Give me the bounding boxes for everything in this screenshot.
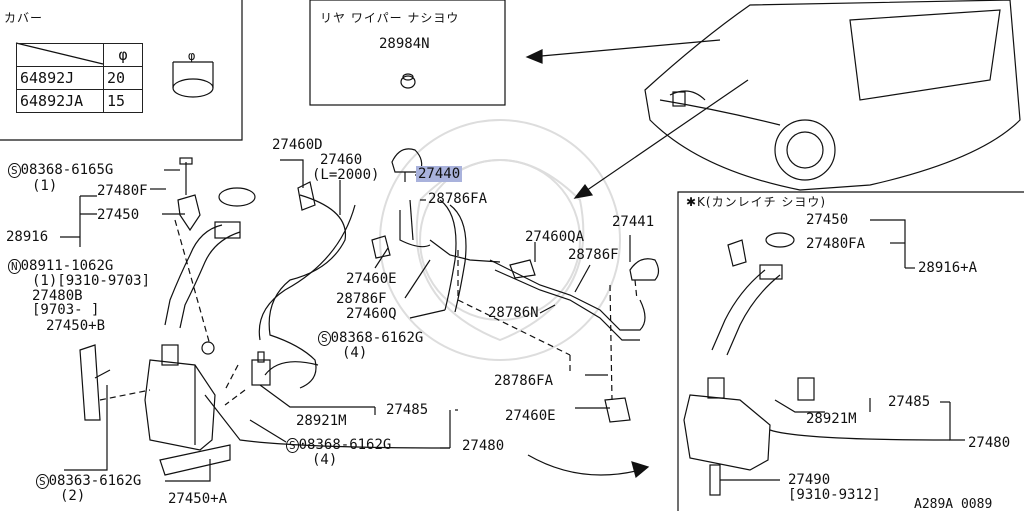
clip-e-icon (371, 235, 391, 259)
diagram-code: A289A 0089 (914, 497, 993, 512)
part-28786FA-b[interactable]: 28786FA (494, 373, 554, 389)
joint-icon (509, 259, 536, 279)
screw-08368-6162G-a-qty: (4) (342, 345, 368, 361)
part-27450B[interactable]: 27450+B (46, 318, 106, 334)
part-27480[interactable]: 27480 (462, 438, 505, 454)
cover-value-2: 15 (103, 89, 143, 113)
lower-bracket-icon (159, 444, 231, 476)
n-symbol: N (8, 259, 21, 274)
cover-cylinder-icon (172, 61, 214, 98)
screw-08368-6162G-b-qty: (4) (312, 452, 338, 468)
cover-table-diagonal-cell (16, 43, 104, 67)
s-symbol-4: S (286, 438, 299, 453)
cover-title: カバー (4, 11, 44, 25)
screw-08363-qty: (2) (60, 488, 86, 504)
cover-value-1: 20 (103, 66, 143, 90)
filler-neck-icon (164, 187, 256, 329)
cover-box-frame (0, 0, 243, 141)
screw-08368-6165G-qty: (1) (32, 178, 58, 194)
nut-icon (201, 341, 215, 355)
part-28786F[interactable]: 28786F (336, 291, 387, 307)
part-27460D[interactable]: 27460D (272, 137, 323, 153)
nut-08911-range: (1)[9310-9703] (32, 273, 151, 289)
part-27460[interactable]: 27460 (320, 152, 363, 168)
opt-part-27485[interactable]: 27485 (888, 394, 931, 410)
hose-main (268, 194, 347, 389)
s-symbol-3: S (318, 331, 331, 346)
pump-icon (251, 351, 271, 386)
cover-table: φ 64892J 20 64892JA 15 (16, 43, 143, 113)
part-28786F-b[interactable]: 28786F (568, 247, 619, 263)
grommet-icon (400, 73, 416, 89)
part-27441[interactable]: 27441 (612, 214, 655, 230)
guide-lines (99, 219, 638, 406)
tank-bracket-icon (79, 344, 101, 421)
cover-phi-header: φ (103, 43, 143, 67)
nozzle-right-icon (629, 258, 660, 281)
s-symbol: S (8, 163, 21, 178)
s-symbol-2: S (36, 474, 49, 489)
option-leaders (720, 219, 965, 481)
option-pump-icon (797, 377, 815, 401)
bracket-icon (177, 194, 201, 232)
part-27440[interactable]: 27440 (416, 166, 463, 182)
part-27440-highlight: 27440 (416, 166, 463, 182)
part-27450[interactable]: 27450 (97, 207, 140, 223)
part-27480B[interactable]: 27480B (32, 288, 83, 304)
option-box-title: ✱K(カンレイチ シヨウ) (686, 195, 827, 209)
part-27480F[interactable]: 27480F (97, 183, 148, 199)
opt-part-27490[interactable]: 27490 (788, 472, 831, 488)
part-27485[interactable]: 27485 (386, 402, 429, 418)
part-27450A[interactable]: 27450+A (168, 491, 228, 507)
part-27460-length: (L=2000) (312, 167, 380, 183)
part-27460E[interactable]: 27460E (346, 271, 397, 287)
opt-part-27480FA[interactable]: 27480FA (806, 236, 866, 252)
part-27460QA[interactable]: 27460QA (525, 229, 585, 245)
option-filler-icon (711, 232, 795, 356)
cylinder-phi-label: φ (188, 49, 196, 63)
part-27460Q[interactable]: 27460Q (346, 306, 397, 322)
option-bracket-icon (727, 239, 747, 267)
part-28786N[interactable]: 28786N (488, 305, 539, 321)
part-28921M[interactable]: 28921M (296, 413, 347, 429)
leader-lines (60, 159, 631, 482)
part-27460E-b[interactable]: 27460E (505, 408, 556, 424)
option-box-frame (677, 191, 1024, 511)
car-sketch-icon (644, 0, 1021, 191)
opt-part-28916A[interactable]: 28916+A (918, 260, 978, 276)
opt-part-27450[interactable]: 27450 (806, 212, 849, 228)
cover-part-1: 64892J (16, 66, 104, 90)
rear-wiper-box (309, 0, 506, 106)
part-28984N[interactable]: 28984N (379, 36, 430, 52)
option-heater-icon (709, 464, 721, 496)
opt-part-28921M[interactable]: 28921M (806, 411, 857, 427)
part-28786FA[interactable]: 28786FA (428, 191, 488, 207)
cover-part-2: 64892JA (16, 89, 104, 113)
watermark (379, 119, 621, 361)
rear-wiper-title: リヤ ワイパー ナシヨウ (320, 11, 460, 25)
clip-e2-icon (604, 397, 631, 423)
part-28916[interactable]: 28916 (6, 229, 49, 245)
reservoir-tank-icon (144, 344, 216, 451)
bolt-icon (179, 157, 193, 195)
opt-part-27480[interactable]: 27480 (968, 435, 1011, 451)
part-27480B-range: [9703- ] (32, 302, 100, 318)
opt-part-27490-range: [9310-9312] (788, 487, 881, 503)
option-tank-icon (683, 377, 771, 471)
clip-icon (297, 181, 316, 211)
